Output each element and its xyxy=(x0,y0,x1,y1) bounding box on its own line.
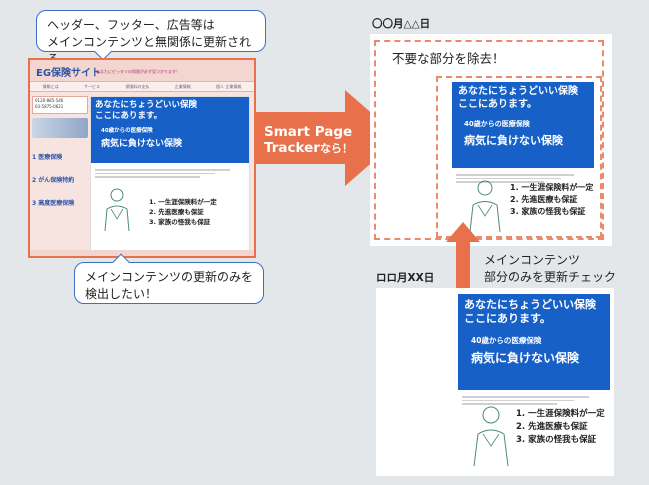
main-title-line2: ここにあります。 xyxy=(95,110,163,121)
snapshot1-title-line2: ここにあります。 xyxy=(458,98,537,110)
check-label-line1: メインコンテンツ xyxy=(484,253,581,267)
site-nav-item: 情報とは xyxy=(42,83,59,89)
arrow-label-line1: Smart Page xyxy=(264,124,353,140)
snapshot1-list-item: 3. 家族の怪我も保証 xyxy=(510,207,586,216)
snapshot2-big: 病気に負けない保険 xyxy=(471,350,580,365)
snapshot2-banner: あなたにちょうどいい保険 ここにあります。 40歳からの医療保険 病気に負けない… xyxy=(458,294,610,390)
snapshot2-text-lines xyxy=(458,390,610,405)
site-menu-item: 2 がん保険特約 xyxy=(32,177,75,184)
site-nav: 情報とは サービス 保険料の支払 企業情報 個人 企業情報 xyxy=(30,82,254,92)
callout-top-line1: ヘッダー、フッター、広告等は xyxy=(47,18,215,32)
site-phone-box: 0120-885-546 03-5875-0621 xyxy=(32,96,88,114)
snapshot2-list-item: 3. 家族の怪我も保証 xyxy=(516,435,597,445)
arrow-label: Smart Page Trackerなら！ xyxy=(264,124,353,157)
site-sidebar-banner xyxy=(32,118,88,138)
callout-bottom-line1: メインコンテンツの更新のみを xyxy=(85,270,254,284)
main-content-snapshot-1: あなたにちょうどいい保険 ここにあります。 40歳からの医療保険 病気に負けない… xyxy=(452,82,594,232)
main-content-outline xyxy=(436,76,602,238)
snapshot1-big: 病気に負けない保険 xyxy=(464,134,563,147)
remove-label: 不要な部分を除去！ xyxy=(392,51,505,66)
snapshot1-banner: あなたにちょうどいい保険 ここにあります。 40歳からの医療保険 病気に負けない… xyxy=(452,82,594,168)
main-list-item: 2. 先進医療も保証 xyxy=(149,208,204,216)
process-arrow xyxy=(255,90,400,186)
snapshot2-list-item: 1. 一生涯保険料が一定 xyxy=(516,409,605,419)
site-nav-item: サービス xyxy=(84,83,101,89)
callout-detect-main: メインコンテンツの更新のみを 検出したい！ xyxy=(74,253,264,304)
main-content-snapshot-2: あなたにちょうどいい保険 ここにあります。 40歳からの医療保険 病気に負けない… xyxy=(458,294,610,472)
check-label-line2: 部分のみを更新チェック xyxy=(484,270,617,284)
callout-bottom-line2: 検出したい！ xyxy=(85,287,158,301)
doctor-illustration xyxy=(104,188,130,232)
snapshot2-title-line2: ここにあります。 xyxy=(464,311,551,325)
site-sidebar: 0120-885-546 03-5875-0621 1 医療保険 2 がん保険特… xyxy=(32,96,88,254)
snapshot1-sub: 40歳からの医療保険 xyxy=(464,120,530,128)
site-footer xyxy=(30,250,254,256)
site-menu-item: 1 医療保険 xyxy=(32,154,63,161)
main-content-banner: あなたにちょうどいい保険 ここにあります。 40歳からの医療保険 病気に負けない… xyxy=(91,97,249,163)
compare-arrow xyxy=(446,222,480,322)
snapshot1-list: 1. 一生涯保険料が一定 2. 先進医療も保証 3. 家族の怪我も保証 xyxy=(510,182,593,218)
snapshot1-text-lines xyxy=(452,168,594,183)
snapshot2-sub: 40歳からの医療保険 xyxy=(471,335,542,345)
arrow-label-tracker: Tracker xyxy=(264,140,320,156)
site-phone-1: 0120-885-546 xyxy=(35,98,64,103)
arrow-label-line2: Trackerなら！ xyxy=(264,140,353,157)
callout-header-footer-ads: ヘッダー、フッター、広告等は メインコンテンツと無関係に更新される xyxy=(36,10,266,66)
date-label-1: 〇〇月△△日 xyxy=(372,18,431,30)
main-list: 1. 一生涯保険料が一定 2. 先進医療も保証 3. 家族の怪我も保証 xyxy=(149,197,217,227)
site-menu-item: 3 高度医療保険 xyxy=(32,200,75,207)
site-header: EG保険サイト あなたにピッタリの保険が必ず見つかります！ xyxy=(30,60,254,82)
date-label-2: ロロ月XX日 xyxy=(376,272,435,284)
main-text-lines xyxy=(91,163,249,178)
site-nav-item: 保険料の支払 xyxy=(125,83,150,89)
snapshot1-doctor-illustration xyxy=(469,180,501,232)
snapshot2-doctor-illustration xyxy=(473,406,509,467)
main-list-item: 3. 家族の怪我も保証 xyxy=(149,218,211,226)
removed-area-outline xyxy=(374,40,604,240)
site-main-content: あなたにちょうどいい保険 ここにあります。 40歳からの医療保険 病気に負けない… xyxy=(90,96,250,254)
site-phone-2: 03-5875-0621 xyxy=(35,104,64,109)
snapshot1-list-item: 1. 一生涯保険料が一定 xyxy=(510,183,594,192)
site-nav-item: 企業情報 xyxy=(174,83,191,89)
snapshot1-list-item: 2. 先進医療も保証 xyxy=(510,195,578,204)
main-big: 病気に負けない保険 xyxy=(101,139,183,150)
site-logo: EG保険サイト xyxy=(36,68,102,79)
snapshot1-title-line1: あなたにちょうどいい保険 xyxy=(458,86,578,97)
website-mock: EG保険サイト あなたにピッタリの保険が必ず見つかります！ 情報とは サービス … xyxy=(28,58,256,258)
main-sub: 40歳からの医療保険 xyxy=(101,128,153,135)
snapshot2-title-line1: あなたにちょうどいい保険 xyxy=(464,298,596,311)
main-title-line1: あなたにちょうどいい保険 xyxy=(95,100,198,110)
site-tagline: あなたにピッタリの保険が必ず見つかります！ xyxy=(96,69,180,74)
main-list-item: 1. 一生涯保険料が一定 xyxy=(149,198,217,206)
snapshot2-list-item: 2. 先進医療も保証 xyxy=(516,422,588,432)
arrow-label-nara: なら！ xyxy=(319,142,353,155)
check-label: メインコンテンツ 部分のみを更新チェック xyxy=(484,252,616,286)
snapshot2-list: 1. 一生涯保険料が一定 2. 先進医療も保証 3. 家族の怪我も保証 xyxy=(516,408,605,447)
site-nav-item: 個人 企業情報 xyxy=(216,83,242,89)
